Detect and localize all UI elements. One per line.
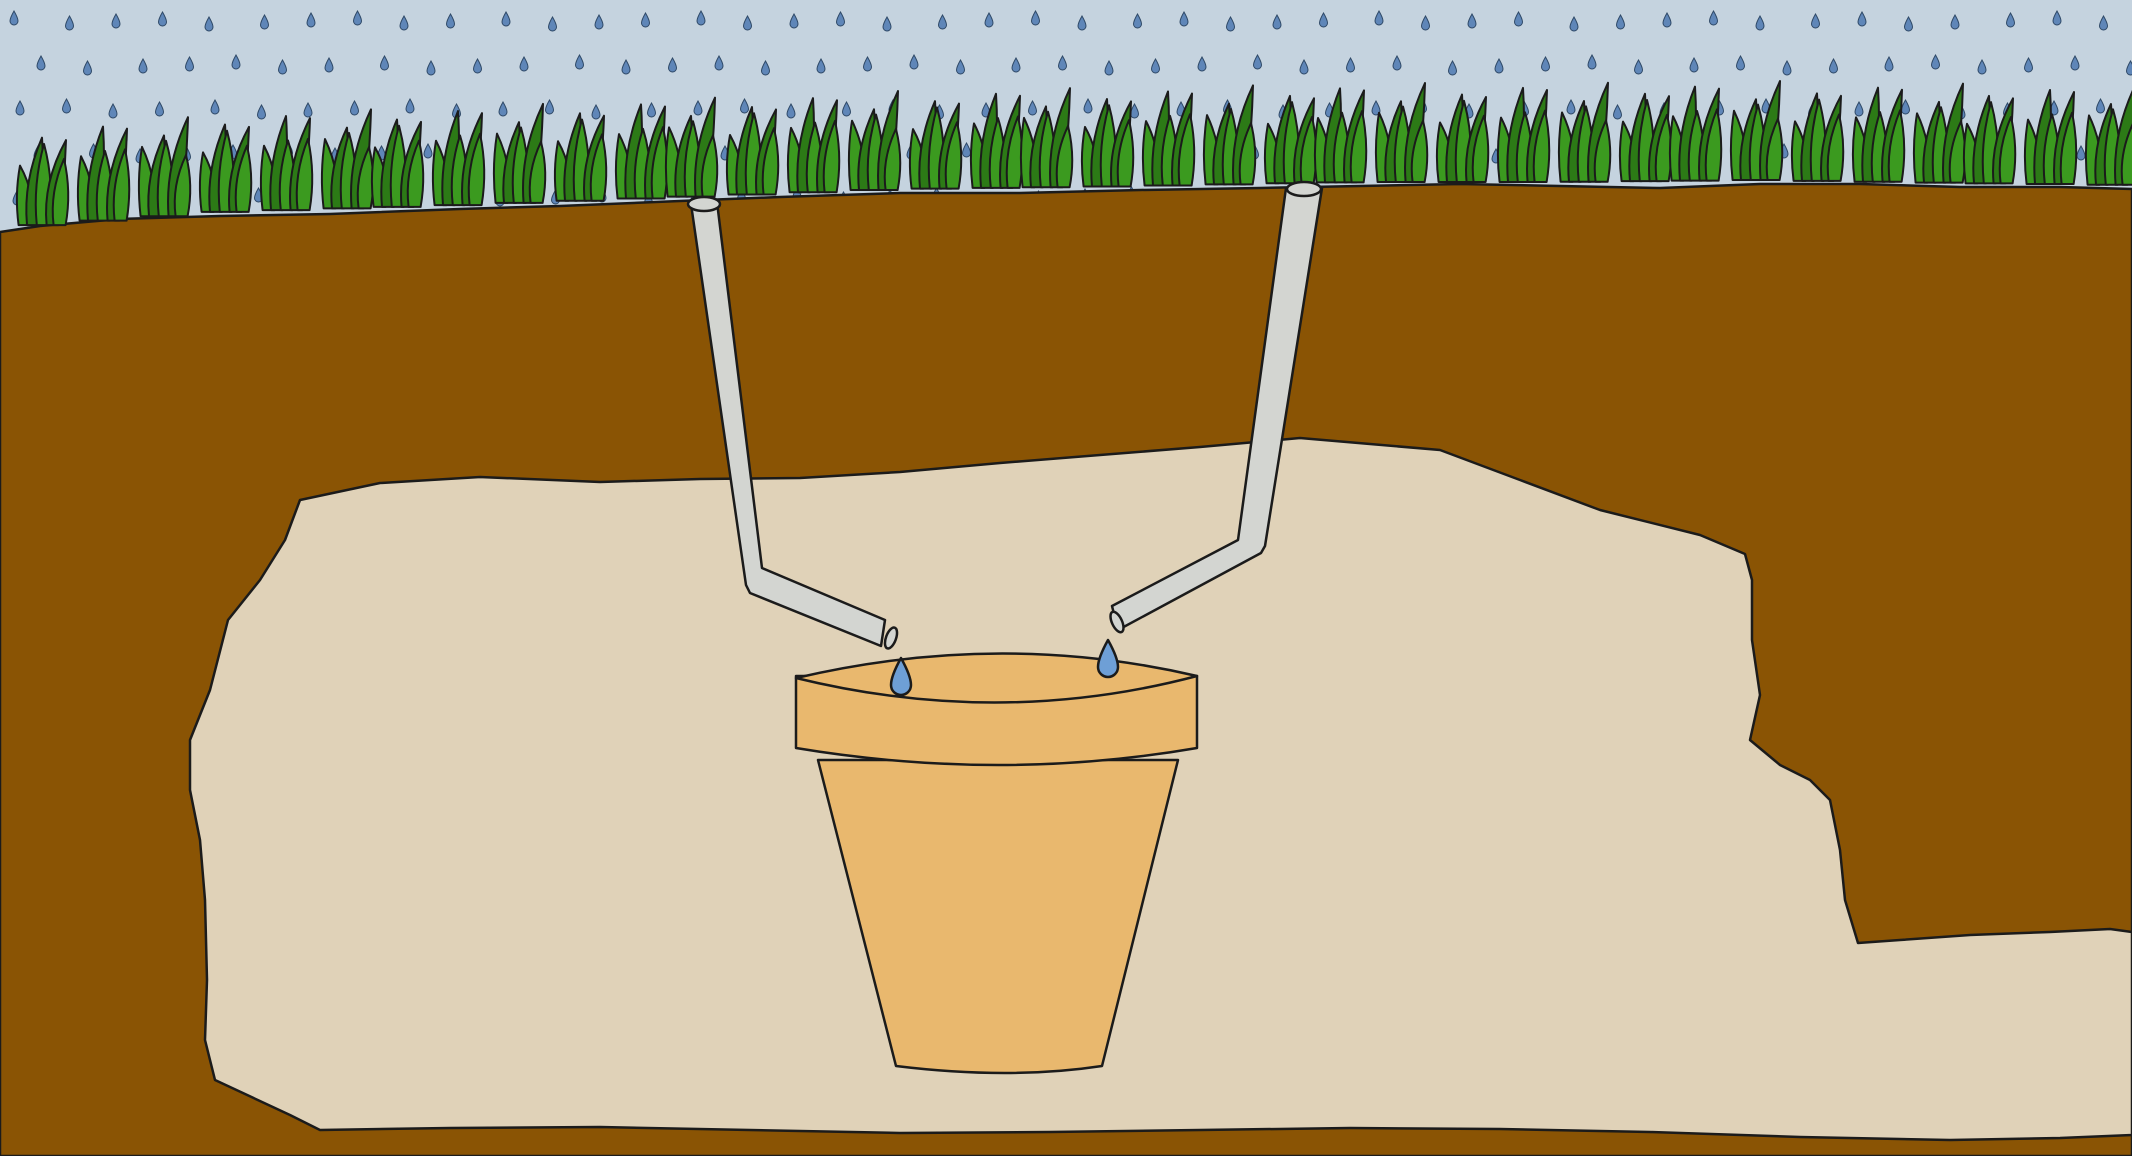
left-pipe-inlet [688,197,720,211]
right-pipe-inlet [1287,182,1321,196]
